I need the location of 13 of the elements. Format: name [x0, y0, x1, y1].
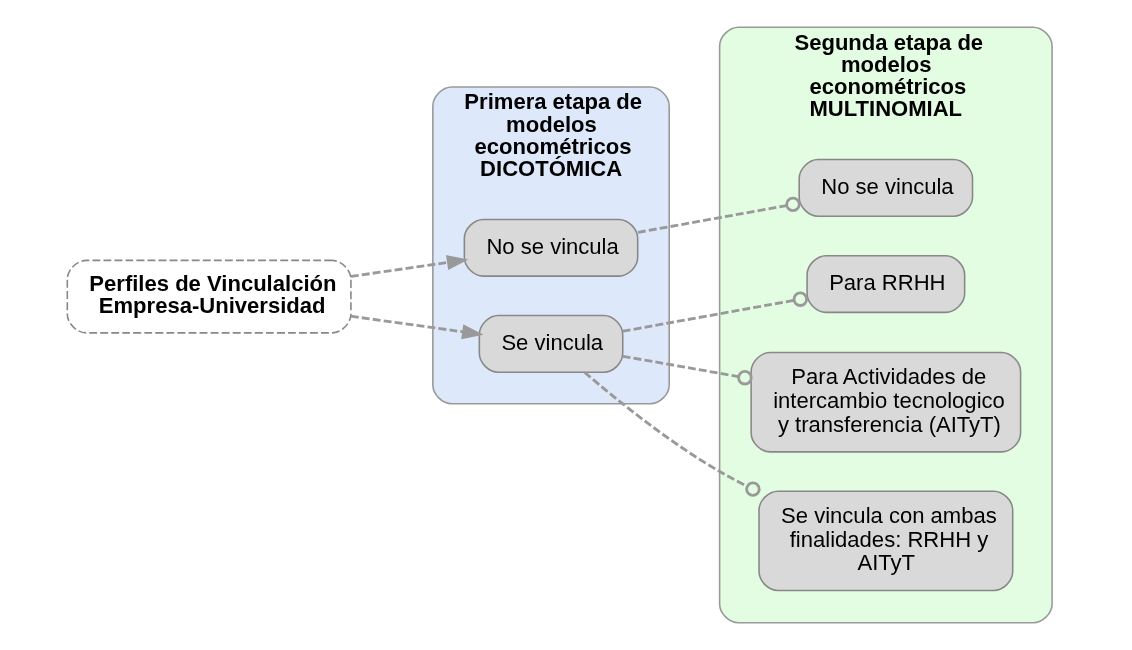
node-box: Para Actividades de intercambio tecnologico y transferencia (AITyT)	[750, 351, 1022, 453]
connector	[622, 291, 808, 333]
connector	[622, 354, 753, 386]
node-box: Se vincula con ambas finalidades: RRHH y AITyT	[758, 490, 1014, 592]
node-box: Para RRHH	[806, 254, 966, 314]
node-box: Perfiles de Vinculalción Empresa-Universidad	[66, 259, 352, 334]
arrow	[350, 255, 469, 278]
connector	[583, 371, 761, 497]
node-box: Se vincula	[478, 314, 624, 374]
node-box: No se vincula	[798, 158, 974, 218]
node-box: No se vincula	[463, 218, 639, 277]
connector	[637, 196, 801, 234]
arrow	[350, 314, 484, 340]
